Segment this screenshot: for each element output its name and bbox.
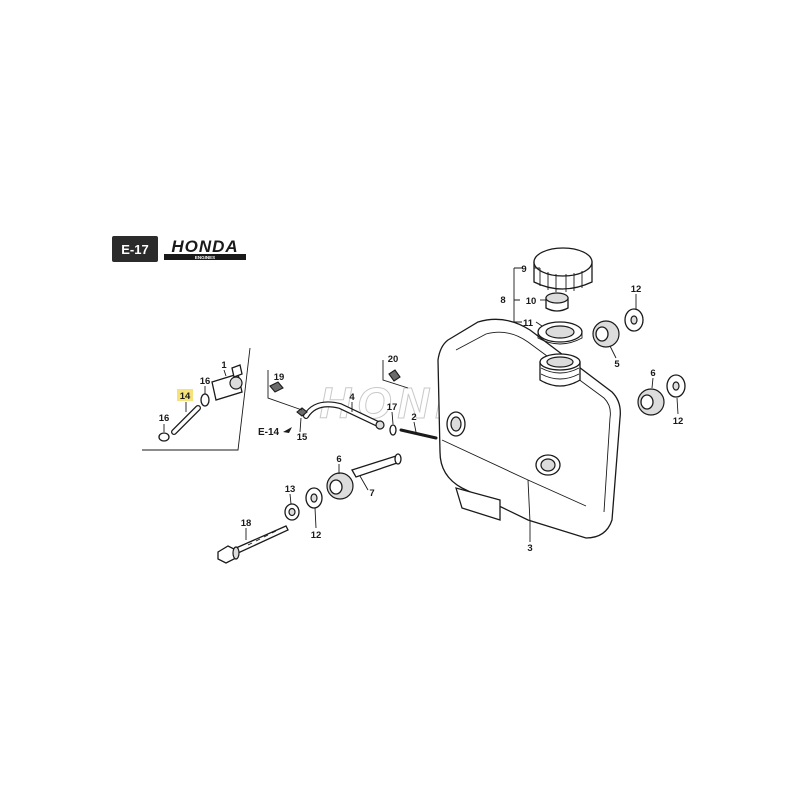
callout-20: 20: [388, 354, 399, 365]
section-code: E-17: [121, 242, 148, 257]
fuel-rod: [399, 428, 438, 440]
fuel-tank: [437, 318, 621, 539]
clip-19: [267, 370, 303, 411]
fuel-cap: [533, 247, 593, 292]
fuel-valve-inset: [142, 347, 251, 451]
clamp-upper: [200, 393, 210, 407]
callout-3: 3: [527, 543, 532, 554]
mounting-bolt: [217, 525, 289, 564]
collar-washer: [284, 503, 300, 521]
callout-9: 9: [521, 264, 526, 275]
honda-logo-bar: [164, 254, 246, 260]
callout-5: 5: [614, 359, 620, 370]
callout-11: 11: [523, 318, 534, 329]
mount-rubber-left: [326, 472, 354, 500]
ref-e14-label: E-14: [258, 427, 280, 438]
mount-rubber-upper: [592, 320, 620, 348]
section-badge: [112, 236, 158, 262]
callout-14: 14: [180, 391, 191, 402]
filler-strainer: [537, 321, 583, 345]
mount-rubber-lower: [637, 388, 665, 416]
callouts: 1 2 3 4 5 6 6 7 8 9 10 11 12 12 12 13 14…: [159, 264, 684, 554]
mount-collar: [351, 453, 402, 478]
callout-2: 2: [411, 412, 416, 423]
callout-13: 13: [285, 484, 296, 495]
callout-16-top: 16: [200, 376, 211, 387]
callout-19: 19: [274, 372, 285, 383]
washer-lower-right: [666, 374, 686, 398]
highlight-part-14: [177, 389, 193, 401]
clamp-lower: [158, 432, 170, 442]
callout-6-left: 6: [336, 454, 341, 465]
washer-left: [305, 487, 323, 509]
callout-15: 15: [297, 432, 308, 443]
callout-16-bottom: 16: [159, 413, 170, 424]
cap-seal: [545, 292, 569, 312]
callout-12-right: 12: [673, 416, 684, 427]
callout-18: 18: [241, 518, 252, 529]
callout-4: 4: [349, 392, 355, 403]
callout-7: 7: [369, 488, 374, 499]
clip-20: [382, 360, 409, 389]
leader-lines: [163, 267, 679, 542]
fuel-valve: [211, 364, 243, 401]
callout-8: 8: [500, 295, 505, 306]
callout-17: 17: [387, 402, 398, 413]
callout-12-top: 12: [631, 284, 642, 295]
honda-wordmark: HONDA: [171, 237, 238, 256]
callout-1: 1: [221, 360, 227, 371]
honda-logo: HONDA ENGINES: [164, 237, 246, 260]
engine-cross-ref: E-14: [258, 427, 292, 438]
fuel-hose-short: [171, 405, 201, 435]
honda-engines-label: ENGINES: [195, 255, 215, 260]
hose-clip: [389, 424, 397, 436]
ref-e14-arrow: [283, 427, 292, 433]
callout-6-right: 6: [650, 368, 655, 379]
washer-upper-right: [624, 308, 644, 332]
callout-12-bottom: 12: [311, 530, 322, 541]
header: E-17 HONDA ENGINES: [112, 236, 246, 262]
fuel-hose: [303, 401, 385, 430]
callout-10: 10: [526, 296, 537, 307]
